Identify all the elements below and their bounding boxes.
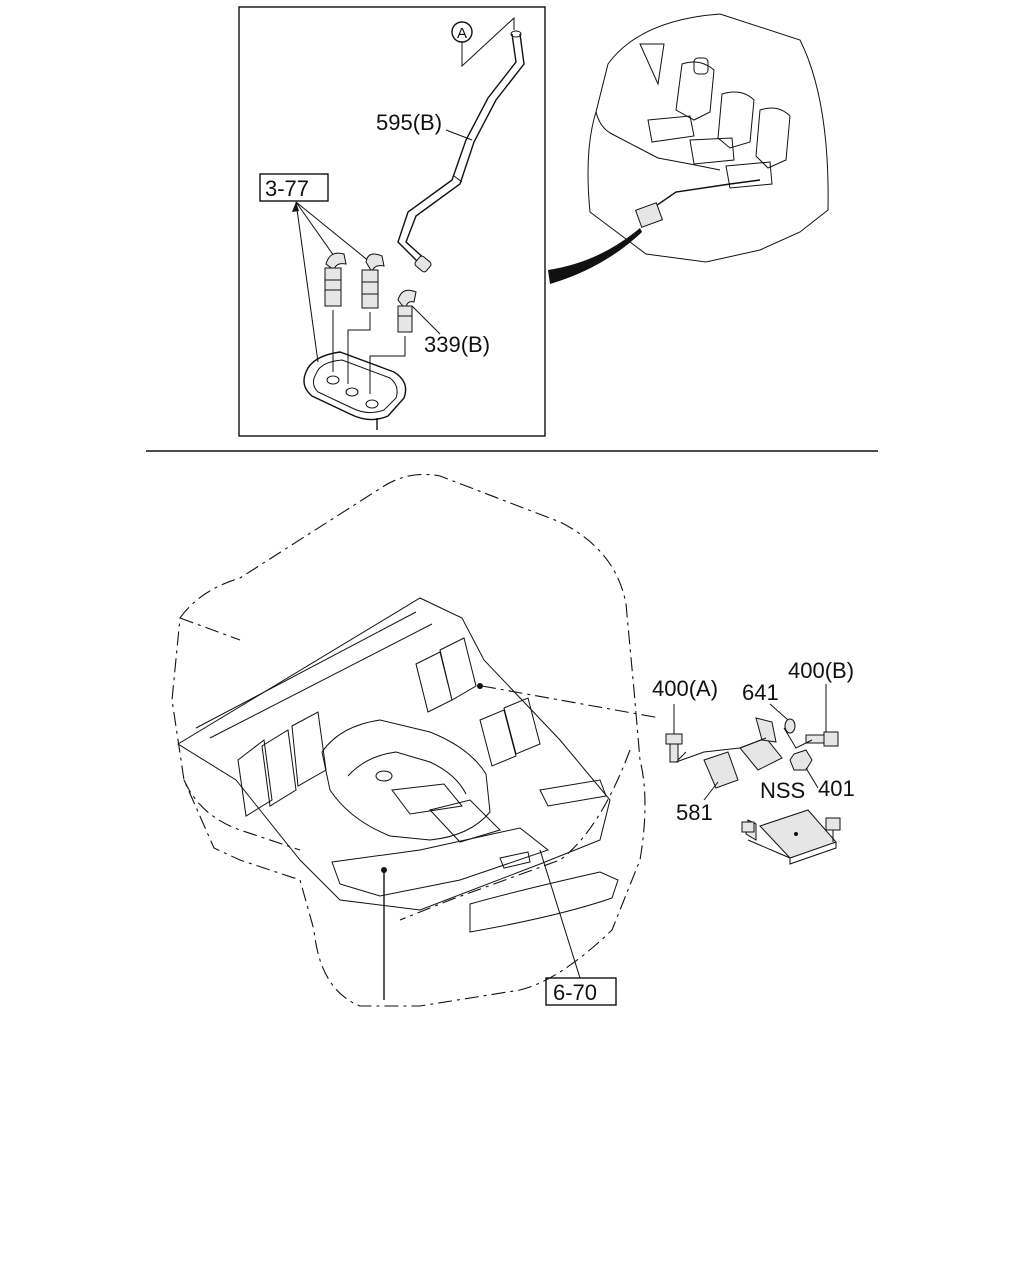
nut-401-label: 401 bbox=[818, 776, 855, 801]
bolt-400b bbox=[805, 684, 839, 747]
floor-6-70-leader bbox=[539, 849, 581, 979]
elbow-339b bbox=[397, 289, 417, 333]
mounting-plate bbox=[303, 351, 407, 430]
pointer-arrow bbox=[548, 228, 642, 284]
hose-595b-leader bbox=[445, 129, 473, 141]
assembly-guide-lines bbox=[677, 727, 813, 761]
top-detail-inset: A 595(B) 3-77 bbox=[238, 6, 546, 437]
group-3-77-label: 3-77 bbox=[265, 176, 309, 201]
bracket-locator-leader bbox=[481, 685, 661, 719]
bolt-400a-label: 400(A) bbox=[652, 676, 718, 701]
nut-401-leader bbox=[805, 767, 819, 789]
bolt-400a bbox=[665, 704, 683, 763]
bracket-581-leader bbox=[703, 781, 719, 801]
fitting-left bbox=[324, 252, 347, 307]
bracket-581 bbox=[675, 717, 783, 789]
floor-6-70-label: 6-70 bbox=[553, 980, 597, 1005]
group-3-77-box bbox=[259, 173, 329, 202]
cab-floor-view: 6-70 bbox=[171, 473, 661, 1007]
washer-641 bbox=[784, 718, 796, 734]
hose-595b-label: 595(B) bbox=[376, 110, 442, 135]
bolt-400b-label: 400(B) bbox=[788, 658, 854, 683]
cab-harness bbox=[649, 179, 761, 211]
reference-a-leader bbox=[461, 16, 515, 68]
cab-shell-outline bbox=[171, 473, 646, 1007]
nss-screw-right bbox=[825, 817, 841, 831]
group-3-77-leaders bbox=[292, 201, 371, 363]
inset-frame bbox=[238, 6, 546, 437]
floor-panel bbox=[177, 597, 619, 933]
elbow-339b-label: 339(B) bbox=[424, 332, 490, 357]
nss-label: NSS bbox=[760, 778, 805, 803]
bracket-assembly: 400(A) 581 641 400(B) 401 NSS bbox=[652, 658, 855, 865]
cab-module bbox=[634, 202, 664, 228]
cab-overview bbox=[548, 13, 829, 284]
seat-right bbox=[725, 107, 791, 189]
elbow-339b-leader bbox=[411, 305, 441, 335]
nss-screw-left bbox=[741, 821, 755, 833]
reference-a-text: A bbox=[457, 25, 467, 42]
fitting-middle bbox=[361, 253, 385, 309]
bracket-581-label: 581 bbox=[676, 800, 713, 825]
floor-6-70-box bbox=[545, 977, 617, 1006]
hose-595b bbox=[397, 30, 525, 273]
seat-middle bbox=[689, 91, 755, 165]
washer-641-label: 641 bbox=[742, 680, 779, 705]
cab-outline bbox=[587, 13, 829, 263]
nut-401 bbox=[789, 749, 813, 771]
fitting-drop-lines bbox=[332, 310, 406, 394]
nss-module bbox=[741, 809, 841, 865]
washer-641-leader bbox=[769, 703, 789, 721]
seat-left bbox=[647, 57, 715, 143]
